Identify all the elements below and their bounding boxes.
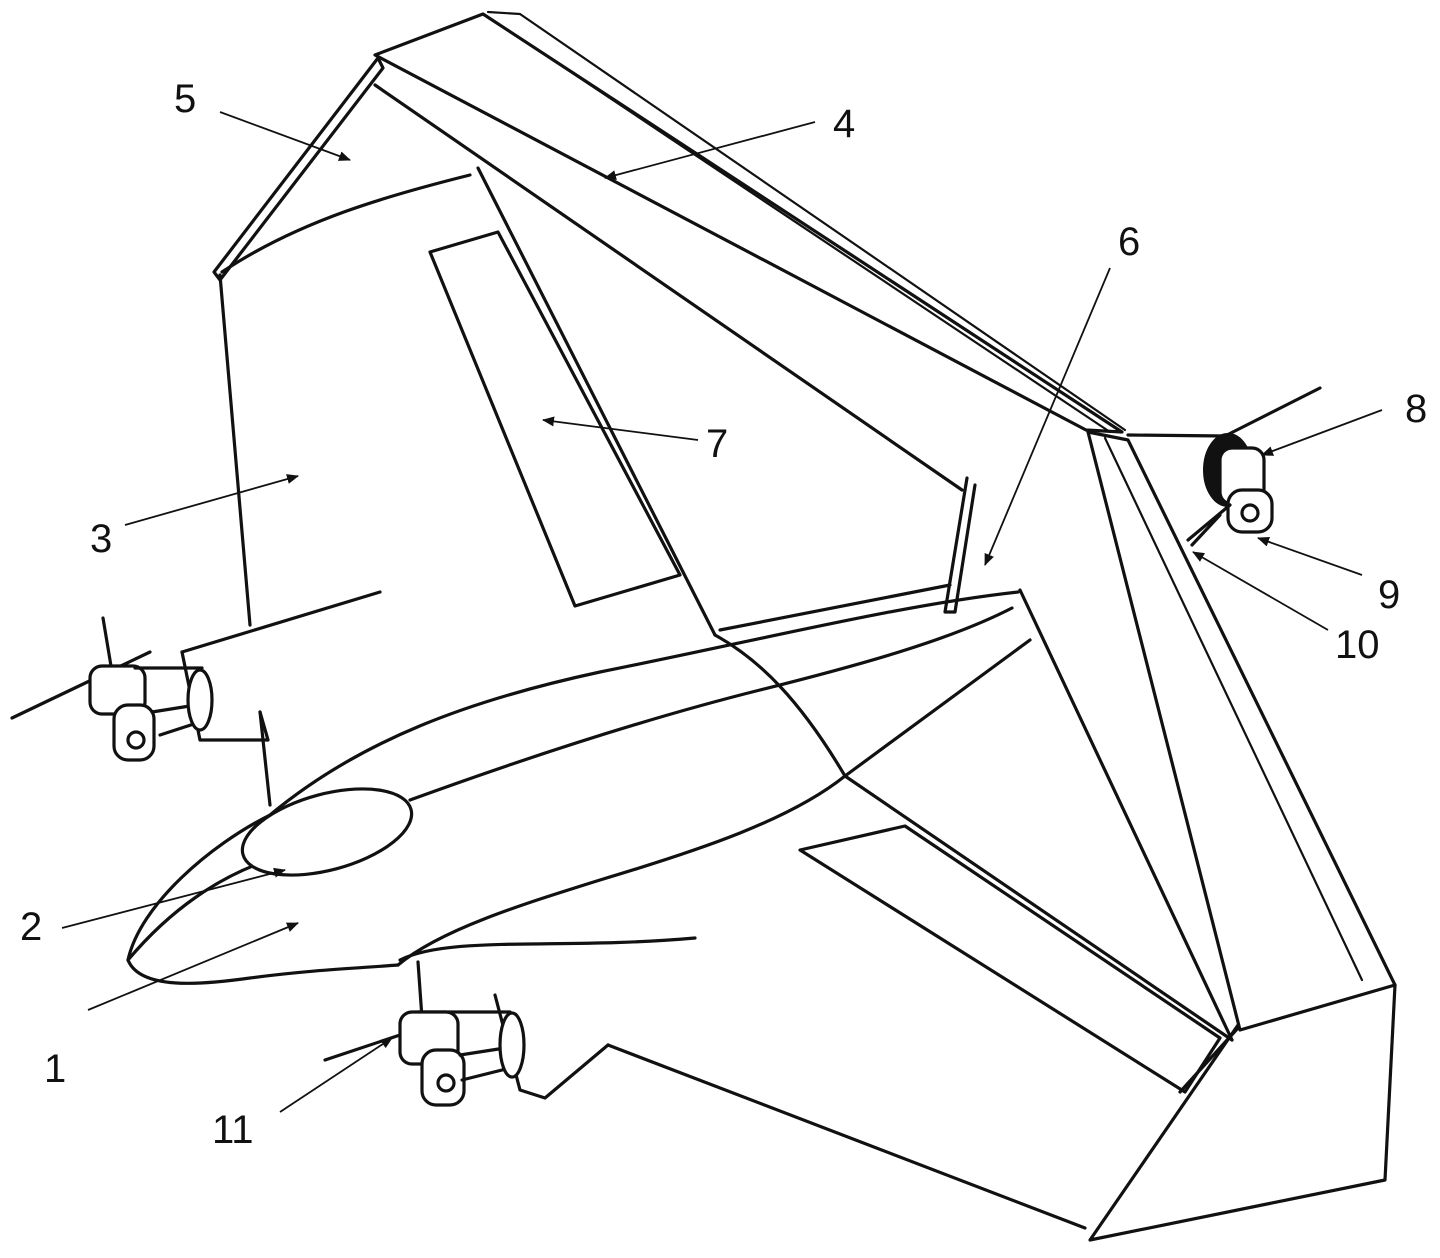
far-wing-root-line [476,166,717,637]
winglet-root-curve [220,173,472,274]
right-motor-arm [1186,503,1232,547]
left-motor-bolt [126,730,146,750]
lower-motor-bolt [436,1073,456,1093]
leader-lines [61,111,1383,1113]
near-wing-edge-line [1018,588,1234,1042]
leader-1 [87,922,299,1011]
leader-5 [219,111,351,161]
leader-2 [61,867,286,929]
fuselage-side-line [180,590,382,654]
far-wing-lower-panel [218,273,252,627]
label-7: 7 [706,422,728,466]
label-8: 8 [1405,387,1427,431]
left-nacelle-tail [258,710,272,807]
nose-window [240,787,414,877]
lower-motor-mount [498,1011,526,1079]
near-wing-trailing-edge [606,1043,1087,1230]
leader-8 [1261,409,1383,456]
fuselage-side-line-2 [718,583,952,632]
label-2: 2 [20,905,42,949]
far-wing-leading-edge [373,83,964,492]
leader-11 [279,1037,393,1113]
lower-propeller-unit [323,960,526,1107]
reference-numerals: 1 2 3 4 5 6 7 8 9 10 11 [20,77,1427,1152]
far-wing-edge-strip [486,10,1127,432]
leader-9 [1257,536,1363,576]
leader-7 [542,416,699,441]
leader-10 [1192,551,1329,631]
leader-3 [124,474,299,526]
root-fin [943,476,977,614]
label-5: 5 [174,77,196,121]
left-propeller-mast [101,616,114,674]
right-motor-bolt [1240,503,1260,523]
label-9: 9 [1378,573,1400,617]
lower-propeller-mast [416,960,424,1020]
fuselage-nose-top [126,856,277,962]
label-10: 10 [1335,623,1380,667]
fuselage-belly [396,774,847,967]
right-wingtip-edge [1103,436,1364,982]
right-propeller-unit [1126,386,1322,547]
near-wing-leading-edge [843,774,1234,1042]
airframe [126,10,1397,1242]
near-wing-flap [798,824,1222,1094]
lower-propeller-blade [323,1033,402,1062]
left-motor-mount [186,668,214,732]
label-4: 4 [833,102,855,146]
label-3: 3 [90,517,112,561]
far-wing-top-face [373,12,1124,434]
label-6: 6 [1118,220,1140,264]
fuselage-belly-lower [398,936,697,962]
left-propeller-unit [10,616,214,762]
lower-motor-arm [458,1046,512,1082]
label-1: 1 [44,1047,66,1091]
fuselage-upper-line [408,606,1014,802]
near-wing-root-upper [843,638,1032,778]
leader-4 [604,121,816,180]
right-propeller-blade [1126,386,1322,438]
fuselage-mid-line [713,633,847,778]
label-11: 11 [212,1108,254,1152]
winglet-fin [212,56,385,282]
leader-6 [984,267,1111,566]
fuselage-nose [126,813,400,985]
far-wing-edge-strip-2 [503,26,1112,434]
right-wingtip-lower [1088,983,1397,1242]
aileron [428,230,682,608]
fuselage-top-line [268,590,1020,817]
